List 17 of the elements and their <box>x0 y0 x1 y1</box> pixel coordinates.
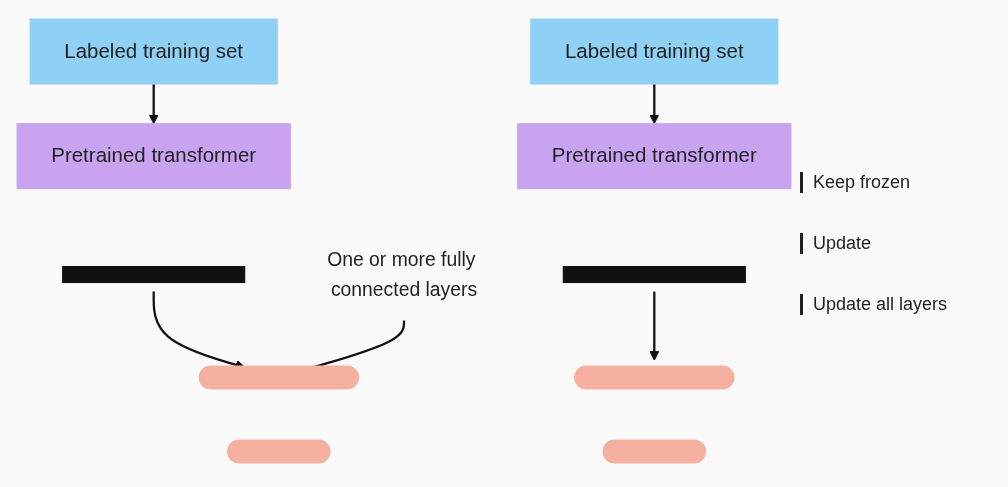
node-bar <box>574 365 735 390</box>
arrow <box>649 83 660 124</box>
bracket-label: Update all layers <box>800 294 1000 315</box>
node-bar <box>62 265 246 283</box>
node-box: Labeled training set <box>530 18 779 85</box>
bracket-label: Keep frozen <box>800 172 1000 193</box>
bracket-label: Update <box>800 233 1000 254</box>
arrow <box>649 291 660 361</box>
node-text: One or more fully connected layers <box>327 248 478 300</box>
node-bar <box>562 265 746 283</box>
node-box: Labeled training set <box>29 18 278 85</box>
node-bar <box>602 439 707 464</box>
arrow <box>148 83 159 124</box>
node-bar <box>198 365 360 390</box>
node-box: Pretrained transformer <box>16 122 291 189</box>
node-bar <box>227 439 331 464</box>
node-box: Pretrained transformer <box>517 122 792 189</box>
